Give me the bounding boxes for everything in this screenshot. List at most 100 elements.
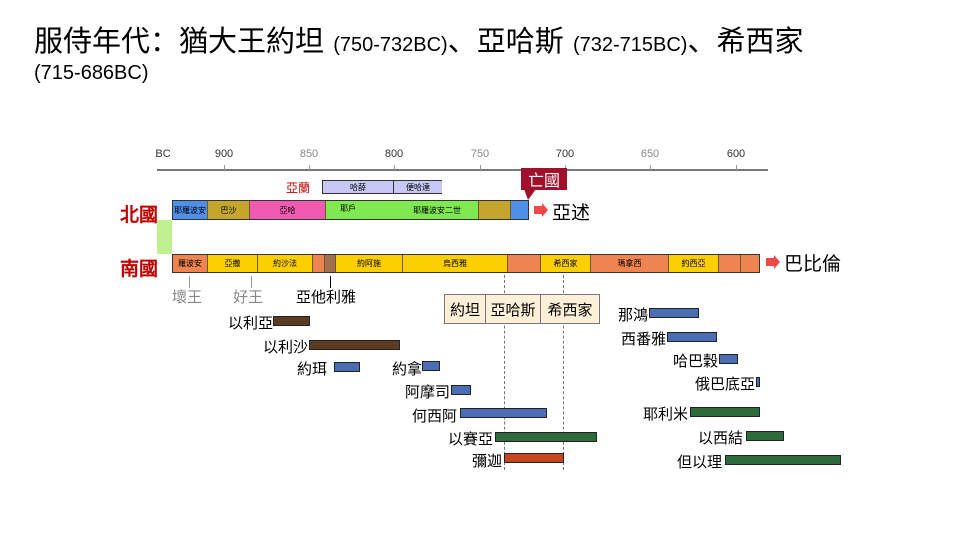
prophet-bar bbox=[649, 308, 699, 318]
fall-callout-pointer bbox=[524, 189, 536, 200]
south-king-segment: 希西家 bbox=[541, 255, 591, 272]
prophet-bar bbox=[667, 332, 717, 342]
tick-label: 750 bbox=[470, 148, 490, 160]
north-king-segment: 耶羅波安 bbox=[173, 201, 208, 219]
fall-callout: 亡國 bbox=[521, 168, 567, 190]
prophet-label: 阿摩司 bbox=[404, 383, 450, 401]
arrow-up-icon bbox=[330, 276, 331, 288]
assyria-label: 亞述 bbox=[552, 202, 591, 224]
timeline-axis bbox=[157, 169, 768, 171]
south-king-segment: 烏西雅 bbox=[403, 255, 508, 272]
south-king-segment: 亞撒 bbox=[208, 255, 258, 272]
south-king-segment: 瑪拿西 bbox=[591, 255, 669, 272]
prophet-bar bbox=[756, 377, 760, 387]
prophet-label: 何西阿 bbox=[411, 407, 457, 425]
athaliah-label: 亞他利雅 bbox=[296, 288, 357, 306]
south-king-segment bbox=[508, 255, 541, 272]
callout-ahaz: 亞哈斯 bbox=[485, 294, 541, 324]
prophet-label: 以利亞 bbox=[227, 314, 273, 332]
aram-king: 哈薛 bbox=[322, 180, 394, 194]
title-date-jotham: (750-732BC) bbox=[333, 34, 448, 56]
prophet-label: 約珥 bbox=[296, 360, 327, 378]
south-king-segment bbox=[719, 255, 741, 272]
arrow-right-icon bbox=[542, 203, 548, 217]
arrow-up-icon bbox=[251, 276, 252, 288]
title-text-hezekiah: 、希西家 bbox=[687, 24, 804, 58]
tick-label: BC bbox=[155, 148, 171, 160]
tick-label: 900 bbox=[214, 148, 234, 160]
prophet-label: 彌迦 bbox=[471, 452, 502, 470]
title-text: 服侍年代：猶大王約坦 bbox=[34, 24, 334, 58]
south-king-segment: 約阿施 bbox=[336, 255, 403, 272]
callout-jotham: 約坦 bbox=[444, 294, 486, 324]
slide-title: 服侍年代：猶大王約坦 (750-732BC)、亞哈斯 (732-715BC)、希… bbox=[34, 22, 803, 64]
north-king-segment bbox=[479, 201, 511, 219]
north-king-segment: 亞哈 bbox=[250, 201, 326, 219]
prophet-label: 俄巴底亞 bbox=[694, 375, 755, 393]
dashed-guide bbox=[563, 275, 564, 470]
prophet-label: 以西結 bbox=[697, 429, 743, 447]
tick-mark bbox=[224, 165, 225, 170]
south-king-segment: 羅波安 bbox=[173, 255, 208, 272]
prophet-bar bbox=[725, 455, 841, 465]
prophet-bar bbox=[504, 453, 564, 463]
united-kingdom-connector bbox=[157, 220, 172, 254]
south-kingdom-bar: 羅波安 亞撒 約沙法 約阿施 烏西雅 希西家 瑪拿西 約西亞 bbox=[172, 254, 760, 273]
prophet-bar bbox=[334, 362, 360, 372]
prophet-bar bbox=[309, 340, 400, 350]
aram-king: 便哈達 bbox=[393, 180, 442, 194]
prophet-label: 那鴻 bbox=[617, 306, 648, 324]
prophet-bar bbox=[422, 361, 440, 371]
prophet-label: 西番雅 bbox=[620, 330, 666, 348]
tick-label: 600 bbox=[726, 148, 746, 160]
good-king-label: 好王 bbox=[233, 288, 264, 306]
tick-mark bbox=[650, 165, 651, 170]
south-king-segment bbox=[325, 255, 336, 272]
prophet-bar bbox=[495, 432, 597, 442]
north-king-label: 耶羅波安二世 bbox=[413, 205, 461, 215]
north-king-segment: 巴沙 bbox=[208, 201, 250, 219]
arrow-up-icon bbox=[189, 276, 190, 288]
south-king-segment: 約西亞 bbox=[669, 255, 719, 272]
north-king-label: 耶戶 bbox=[340, 204, 356, 213]
south-king-segment bbox=[741, 255, 759, 272]
south-kingdom-label: 南國 bbox=[120, 258, 159, 280]
tick-label: 700 bbox=[555, 148, 575, 160]
tick-mark bbox=[565, 165, 566, 170]
tick-label: 650 bbox=[640, 148, 660, 160]
dashed-guide bbox=[504, 275, 505, 470]
prophet-label: 哈巴穀 bbox=[672, 352, 718, 370]
tick-mark bbox=[480, 165, 481, 170]
bad-king-label: 壞王 bbox=[172, 288, 203, 306]
arrow-right-icon bbox=[534, 206, 542, 214]
prophet-label: 但以理 bbox=[676, 453, 722, 471]
south-king-segment: 約沙法 bbox=[258, 255, 313, 272]
prophet-bar bbox=[746, 431, 784, 441]
tick-mark bbox=[736, 165, 737, 170]
tick-mark bbox=[394, 165, 395, 170]
tick-mark bbox=[309, 165, 310, 170]
title-date-hezekiah: (715-686BC) bbox=[34, 62, 149, 84]
prophet-bar bbox=[460, 408, 547, 418]
north-kingdom-bar: 耶羅波安 巴沙 亞哈 耶羅波安二世 bbox=[172, 200, 529, 220]
title-date-ahaz: (732-715BC) bbox=[572, 34, 688, 56]
prophet-bar bbox=[273, 316, 310, 326]
callout-hezekiah: 希西家 bbox=[540, 294, 600, 324]
tick-label: 850 bbox=[299, 148, 319, 160]
prophet-label: 約拿 bbox=[391, 360, 422, 378]
babylon-label: 巴比倫 bbox=[784, 253, 842, 275]
title-text-ahaz: 、亞哈斯 bbox=[447, 24, 573, 58]
north-king-segment bbox=[511, 201, 528, 219]
tick-label: 800 bbox=[384, 148, 404, 160]
prophet-bar bbox=[451, 385, 471, 395]
south-king-segment bbox=[313, 255, 325, 272]
prophet-label: 耶利米 bbox=[642, 405, 688, 423]
aram-label: 亞蘭 bbox=[286, 181, 311, 195]
north-kingdom-label: 北國 bbox=[120, 204, 159, 226]
north-king-segment: 耶羅波安二世 bbox=[326, 201, 479, 219]
arrow-right-icon bbox=[766, 258, 774, 266]
prophet-bar bbox=[719, 354, 738, 364]
prophet-bar bbox=[690, 407, 760, 417]
arrow-right-icon bbox=[774, 255, 780, 269]
